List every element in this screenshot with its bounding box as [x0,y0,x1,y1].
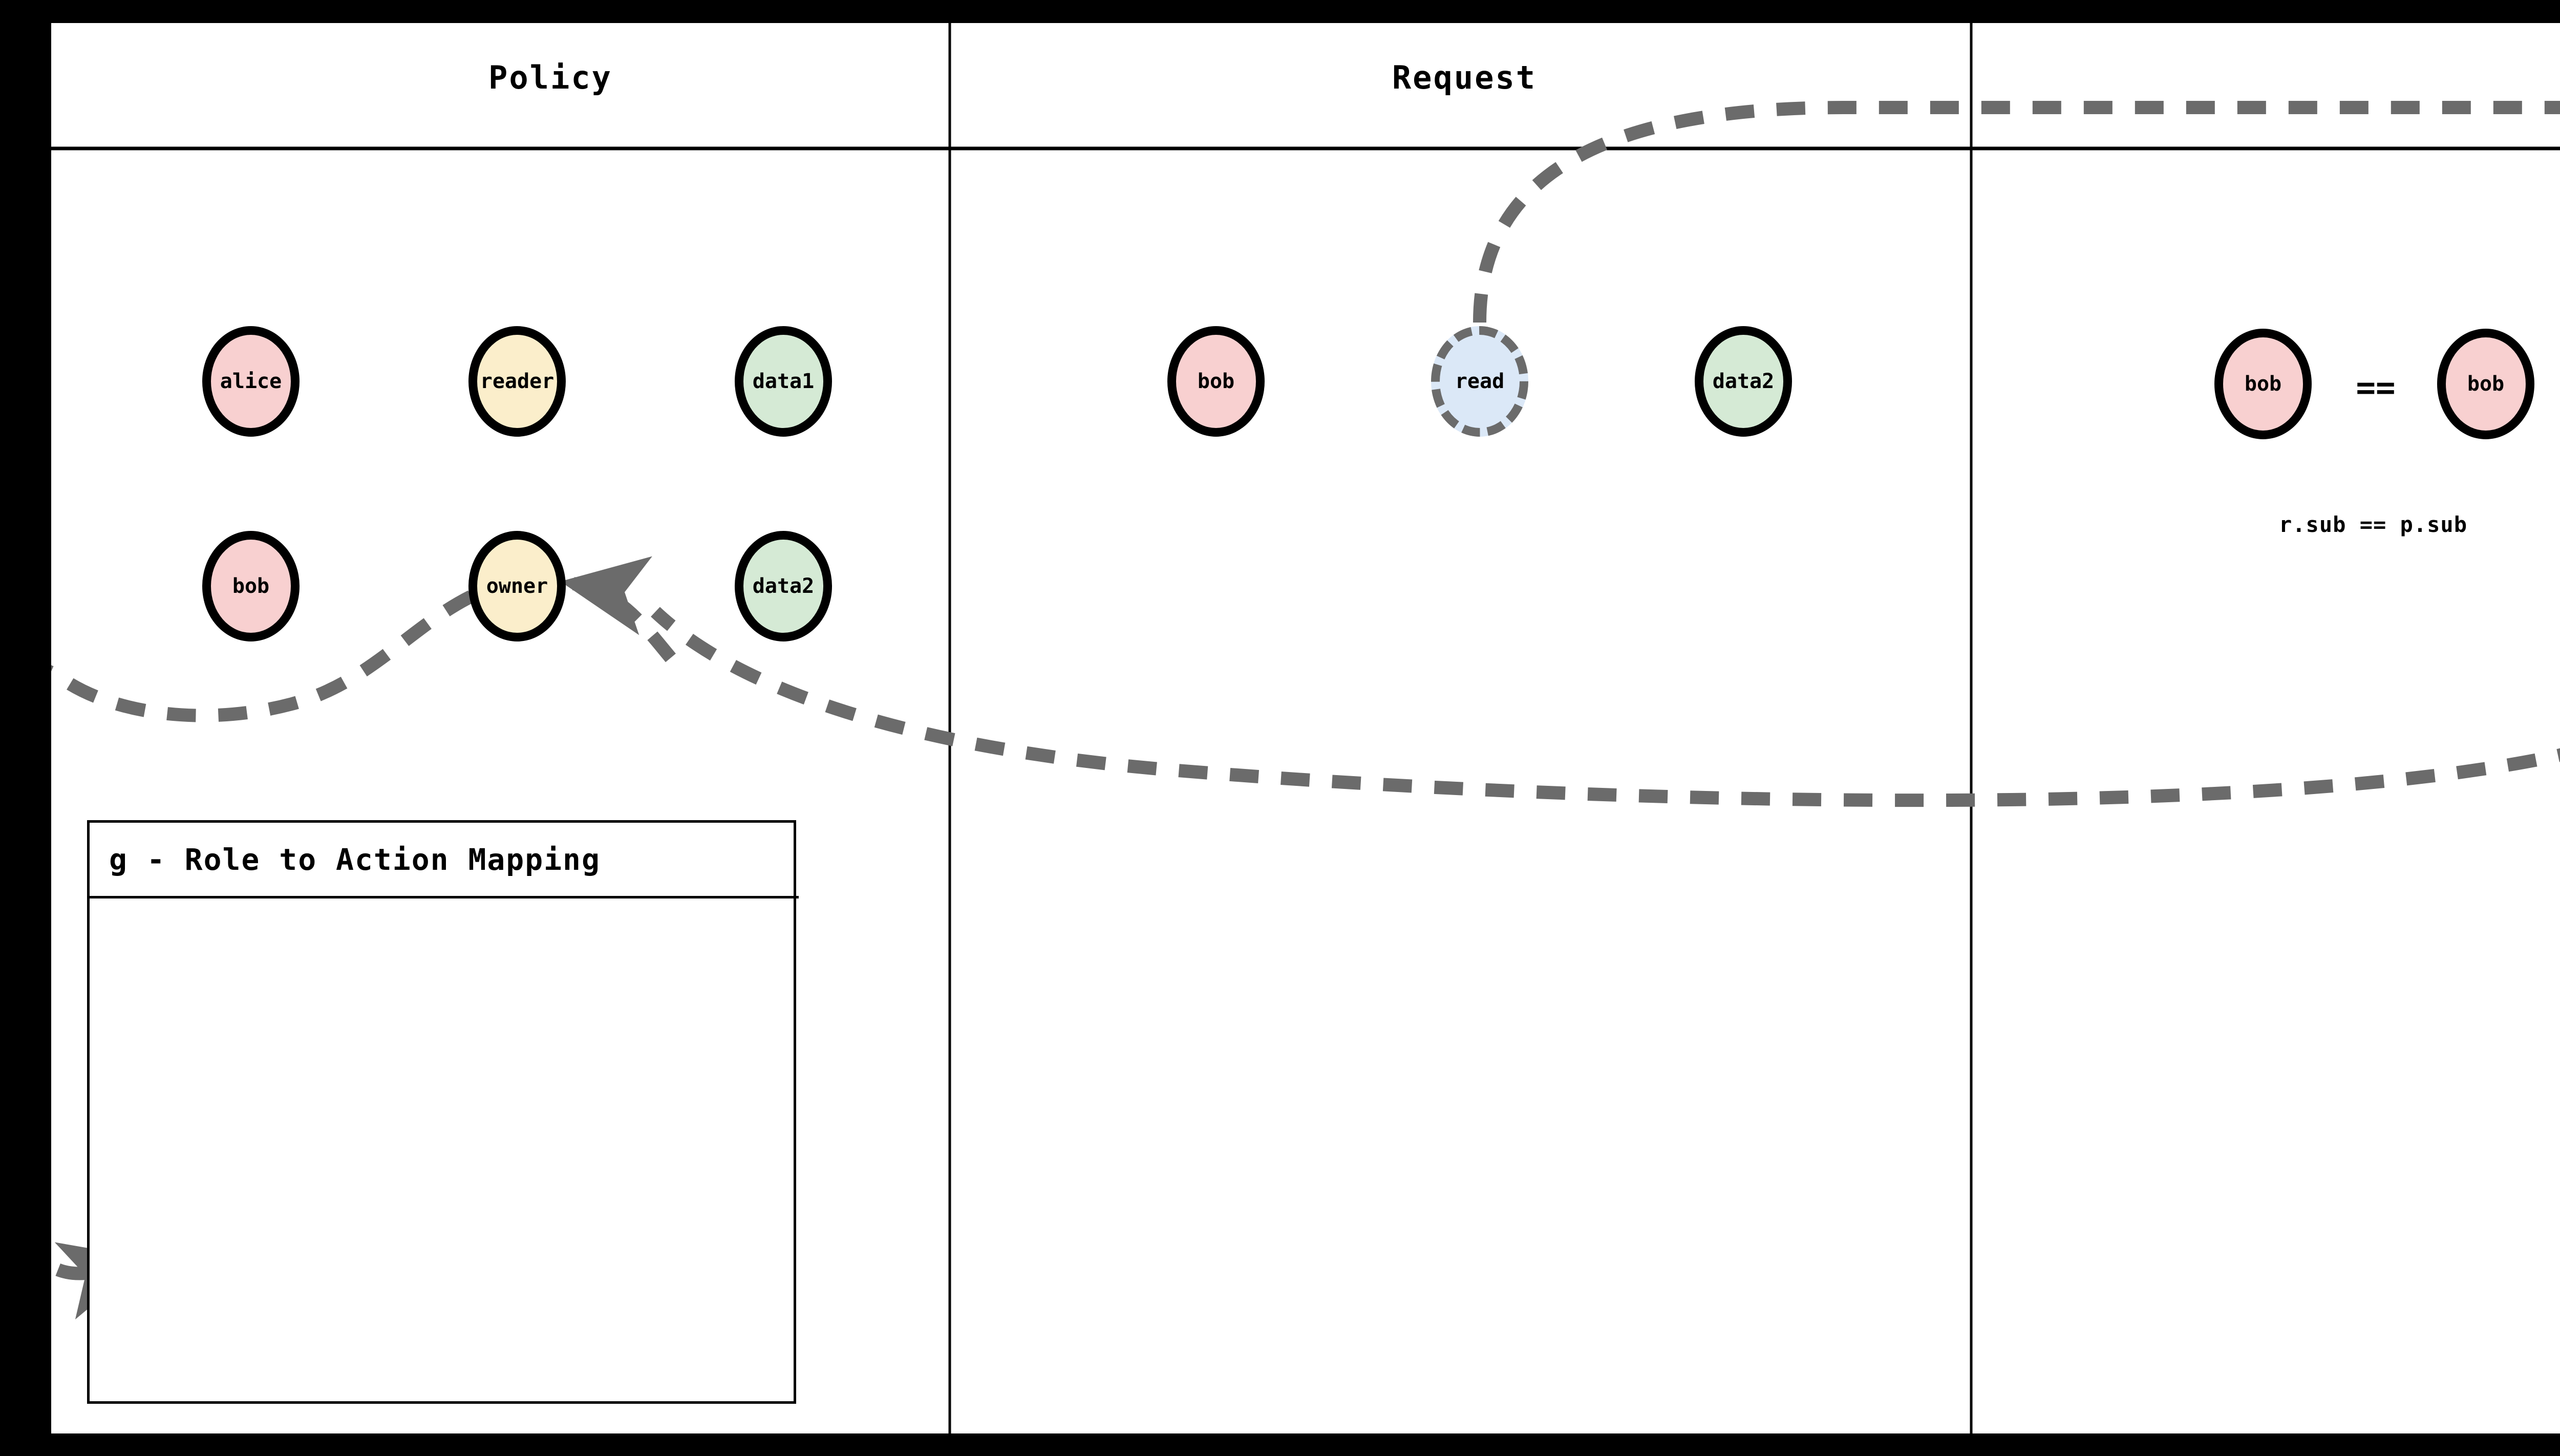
node-bob[interactable]: bob [2214,329,2312,439]
node-alice[interactable]: alice [202,326,300,437]
node-label: reader [480,370,554,393]
operator-op-and-1: && [2552,361,2560,407]
operator-op-eq-1: == [2356,369,2396,407]
node-label: bob [1197,370,1235,393]
node-label: bob [2467,372,2505,396]
node-data2[interactable]: data2 [735,531,832,641]
node-bob[interactable]: bob [1167,326,1265,437]
g-mapping-title: g - Role to Action Mapping [90,823,799,898]
node-label: data2 [752,574,815,598]
node-label: read [1455,370,1505,393]
g-mapping-box: g - Role to Action Mapping [87,820,799,1404]
trace-gread-to-mowner [651,607,2560,807]
trace-read-to-matching [1473,101,2560,323]
column-title-policy: Policy [488,59,612,96]
node-data1[interactable]: data1 [735,326,832,437]
node-label: alice [220,370,282,393]
node-label: owner [486,574,548,598]
ann-sub: r.sub == p.sub [2278,512,2467,537]
node-data2[interactable]: data2 [1695,326,1792,437]
node-reader[interactable]: reader [468,326,566,437]
column-title-request: Request [1392,59,1537,96]
trace-policy-data2-arrow [560,556,676,662]
node-owner[interactable]: owner [468,531,566,641]
node-label: data1 [752,370,815,393]
node-label: bob [232,574,270,598]
node-read[interactable]: read [1431,326,1528,437]
node-label: data2 [1712,370,1775,393]
node-bob[interactable]: bob [2437,329,2534,439]
diagram-canvas: Policy Request Matching alicereaderdata1… [51,23,2560,1433]
node-label: bob [2244,372,2282,396]
node-bob[interactable]: bob [202,531,300,641]
